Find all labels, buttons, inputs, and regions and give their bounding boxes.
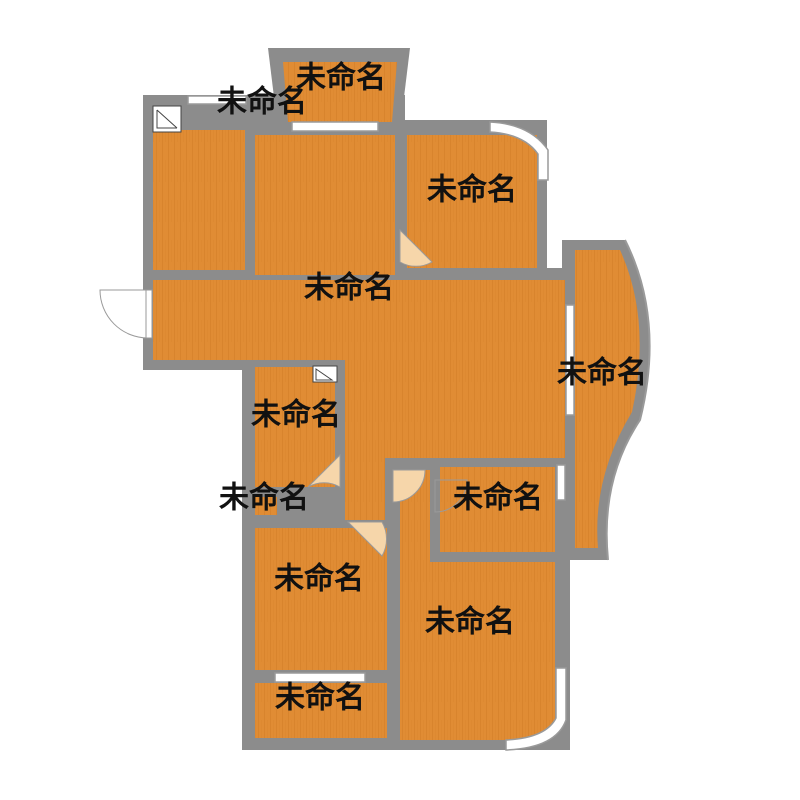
stove-outline bbox=[312, 365, 338, 383]
sink-icon bbox=[152, 105, 182, 133]
door-entrance bbox=[99, 289, 149, 339]
window-bay-master bbox=[505, 667, 567, 751]
window-top-balcony bbox=[291, 121, 379, 132]
floor-living-corridor bbox=[345, 455, 385, 520]
floor-bathroom-right bbox=[440, 467, 555, 552]
floor-living-main bbox=[153, 280, 565, 360]
door-entrance-leaf bbox=[145, 289, 153, 339]
window-east-balcony-curve bbox=[605, 239, 651, 561]
floor-balcony-top bbox=[283, 62, 397, 122]
floor-bathroom-small bbox=[255, 497, 277, 515]
door-lower-left bbox=[346, 521, 388, 557]
sink-basin bbox=[156, 109, 178, 129]
window-bathroom-right bbox=[556, 464, 566, 501]
door-kitchen bbox=[307, 453, 341, 488]
door-master bbox=[392, 469, 426, 503]
room-labels: 未命名 未命名 未命名 未命名 未命名 未命名 未命名 未命名 未命名 未命名 … bbox=[217, 61, 647, 716]
window-bottom-balcony bbox=[274, 672, 366, 683]
floor-room-top-left bbox=[153, 130, 245, 270]
floor-kitchen bbox=[255, 367, 335, 487]
room-label-bedroom-top-right: 未命名 bbox=[427, 173, 517, 208]
floor-balcony-bottom bbox=[255, 683, 387, 738]
windows bbox=[187, 95, 651, 751]
floor-living-south bbox=[345, 355, 565, 458]
floor-living-north bbox=[255, 135, 395, 275]
floors bbox=[153, 62, 640, 740]
stove-burner bbox=[315, 368, 334, 381]
window-top-left bbox=[187, 95, 247, 105]
door-bedroom-top-right bbox=[399, 228, 433, 267]
room-label-living-room: 未命名 bbox=[304, 271, 394, 306]
floor-bedroom-top-right bbox=[407, 135, 537, 268]
room-label-balcony-east: 未命名 bbox=[557, 356, 647, 391]
room-label-kitchen: 未命名 bbox=[251, 398, 341, 433]
room-label-bathroom-small: 未命名 bbox=[219, 481, 309, 516]
room-label-balcony-bottom: 未命名 bbox=[275, 681, 365, 716]
fixtures bbox=[152, 105, 338, 383]
room-label-bathroom-right: 未命名 bbox=[453, 481, 543, 516]
door-bathroom-right bbox=[434, 479, 468, 513]
doors bbox=[99, 228, 468, 557]
floor-bedroom-master bbox=[400, 470, 555, 740]
stove-icon bbox=[312, 365, 338, 383]
room-label-bedroom-lower-left: 未命名 bbox=[274, 562, 364, 597]
window-bay-top-right bbox=[489, 121, 549, 181]
floor-bedroom-lower-left bbox=[255, 528, 387, 670]
room-label-bedroom-master: 未命名 bbox=[425, 605, 515, 640]
window-east-wall bbox=[565, 304, 575, 416]
room-label-top-left: 未命名 bbox=[217, 85, 307, 120]
room-label-balcony-top: 未命名 bbox=[296, 61, 386, 96]
floor-balcony-east bbox=[575, 250, 640, 548]
